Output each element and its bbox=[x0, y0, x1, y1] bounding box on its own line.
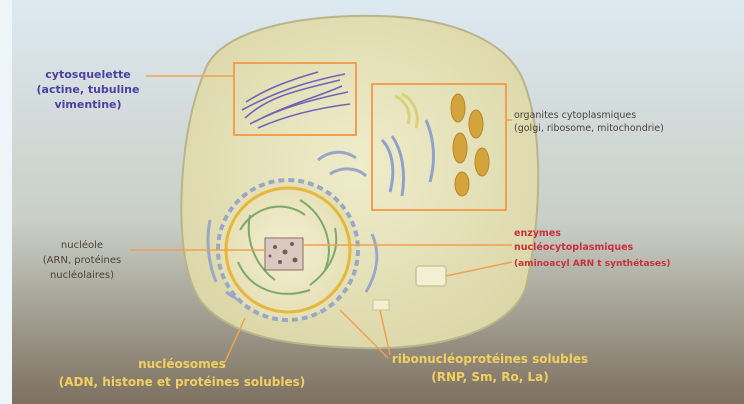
label-organelles-line2: (golgi, ribosome, mitochondrie) bbox=[514, 123, 664, 134]
label-nucleolus-line3: nucléolaires) bbox=[50, 269, 114, 281]
label-organelles-line1: organites cytoplasmiques bbox=[514, 110, 636, 121]
vesicle bbox=[416, 266, 446, 286]
label-cytoskeleton-line2: (actine, tubuline bbox=[37, 83, 140, 96]
label-nucleosomes-line1: nucléosomes bbox=[138, 357, 226, 371]
label-nucleolus-line2: (ARN, protéines bbox=[43, 254, 121, 266]
label-cytoskeleton-line1: cytosquelette bbox=[45, 68, 130, 81]
left-edge bbox=[0, 0, 12, 404]
small-vesicle bbox=[373, 300, 389, 310]
label-rnp-line1: ribonucléoprotéines solubles bbox=[392, 352, 588, 366]
label-enzymes-line1: enzymes bbox=[514, 228, 561, 239]
label-nucleosomes-line2: (ADN, histone et protéines solubles) bbox=[59, 375, 305, 389]
label-rnp-line2: (RNP, Sm, Ro, La) bbox=[431, 370, 548, 384]
label-nucleolus-line1: nucléole bbox=[61, 239, 103, 251]
label-enzymes-line2: nucléocytoplasmiques bbox=[514, 242, 634, 253]
label-enzymes-line3: (aminoacyl ARN t synthétases) bbox=[514, 258, 670, 269]
label-cytoskeleton-line3: vimentine) bbox=[54, 98, 121, 111]
